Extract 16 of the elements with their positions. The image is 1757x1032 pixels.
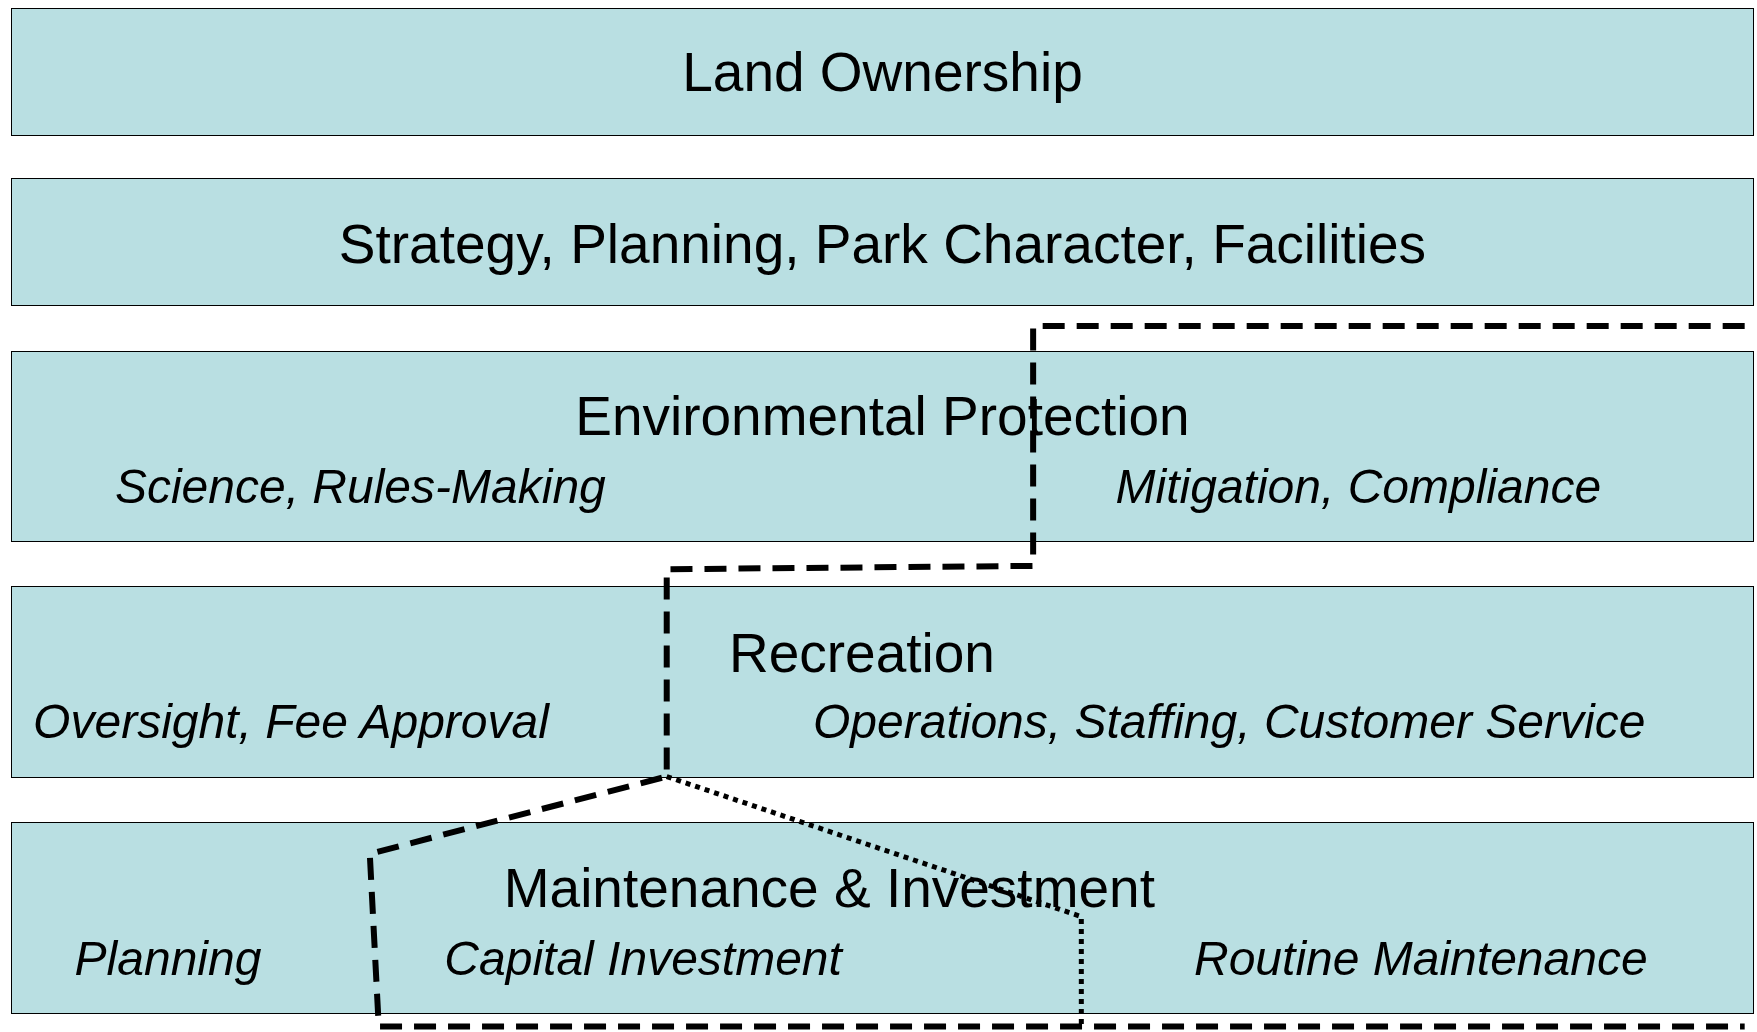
role-label: Capital Investment bbox=[444, 930, 842, 987]
layer-title: Environmental Protection bbox=[575, 384, 1190, 450]
role-label: Oversight, Fee Approval bbox=[33, 694, 549, 751]
role-label: Planning bbox=[74, 930, 262, 987]
role-label: Science, Rules-Making bbox=[114, 459, 606, 516]
layer-band bbox=[11, 7, 1754, 136]
layer-band bbox=[11, 586, 1754, 778]
layer-band bbox=[11, 350, 1754, 543]
layer-title: Land Ownership bbox=[682, 40, 1083, 106]
layer-band bbox=[11, 178, 1754, 306]
role-label: Operations, Staffing, Customer Service bbox=[813, 694, 1646, 751]
layer-band bbox=[11, 822, 1754, 1015]
layer-title: Strategy, Planning, Park Character, Facilities bbox=[338, 211, 1427, 277]
role-label: Routine Maintenance bbox=[1194, 930, 1648, 987]
layer-title: Recreation bbox=[728, 620, 995, 686]
role-label: Mitigation, Compliance bbox=[1115, 459, 1602, 516]
